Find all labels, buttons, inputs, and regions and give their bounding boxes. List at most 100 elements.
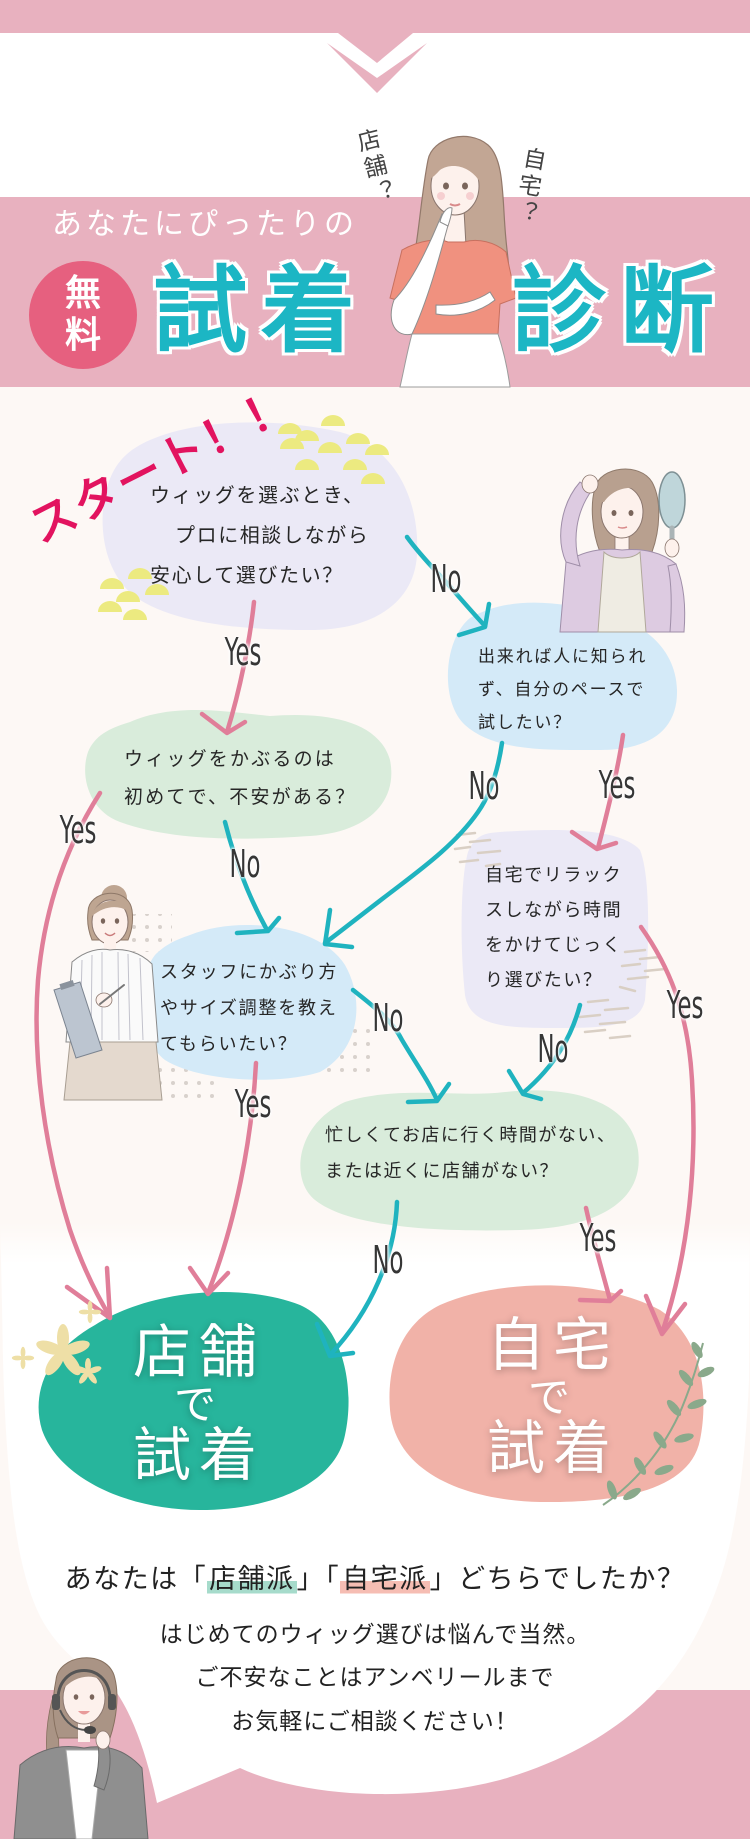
mouth [78, 1711, 90, 1715]
arrow-q2-to-q5 [322, 740, 505, 950]
leaf [697, 1366, 715, 1378]
open-bracket: 「 [325, 1564, 341, 1595]
arrow-line [322, 740, 505, 946]
question-line: 自宅でリラック [485, 865, 623, 886]
petal [78, 1309, 90, 1315]
arrow-q1-to-q2 [404, 534, 492, 638]
raised-arm [390, 213, 451, 336]
result-line: で [527, 1373, 578, 1422]
eye [462, 182, 468, 190]
question-line: 出来れば人に知られ [478, 647, 648, 667]
branch-stem [602, 1342, 704, 1506]
edge-label-yes: Yes [59, 808, 97, 852]
question-2-text: 出来れば人に知られ ず、自分のペースで 試したい？ [478, 641, 647, 740]
leaf [687, 1398, 707, 1410]
pen [99, 984, 125, 1005]
hand-mirror [658, 471, 686, 529]
petal [36, 1340, 64, 1355]
question-line: ず、自分のペースで [478, 680, 646, 700]
arrow-q4-to-q6 [506, 1002, 583, 1102]
leaf [678, 1369, 694, 1387]
petal [87, 1371, 97, 1384]
edge-label-yes: Yes [598, 763, 636, 807]
skirt [63, 1041, 163, 1101]
cheek [437, 192, 445, 200]
arrowhead-icon [322, 907, 355, 950]
edge-label-no: No [430, 557, 462, 601]
option-home-highlight: 自宅派 [340, 1564, 430, 1595]
dash [583, 1028, 607, 1034]
edge-label-no: No [372, 1238, 404, 1282]
footer-message-line: お気軽にご相談ください！ [231, 1709, 519, 1735]
arrow-line [327, 1199, 400, 1358]
result-line: 試着 [486, 1414, 619, 1482]
eye [443, 182, 449, 190]
close-bracket: 」 [429, 1564, 459, 1595]
edge-label-no: No [468, 764, 500, 808]
result-question: あなたは「店舗派」「自宅派」どちらでしたか？ [0, 1562, 750, 1598]
arrow-line [595, 732, 626, 851]
free-badge: 無 料 [29, 261, 137, 369]
eye [114, 918, 120, 924]
headset-icon [56, 1669, 112, 1703]
dash [586, 998, 610, 1004]
arrow-line [350, 987, 440, 1103]
petal [20, 1358, 26, 1370]
leaf [653, 1431, 667, 1449]
dome [116, 591, 140, 602]
dome [361, 473, 385, 484]
headset-earpiece [52, 1694, 60, 1710]
question-line: スタッフにかぶり方 [160, 962, 339, 983]
petal [85, 1358, 91, 1372]
question-bubble-3 [85, 709, 392, 839]
petal [20, 1346, 26, 1358]
arrow-line [222, 819, 270, 933]
crossed-arm [435, 291, 496, 316]
arrow-line [224, 599, 257, 735]
eye [100, 918, 106, 924]
arrowhead-icon [187, 1265, 231, 1297]
question-line: または近くに店舗がない？ [325, 1161, 559, 1182]
skirt [399, 333, 511, 388]
leaf [654, 1464, 674, 1476]
question-1-text: ウィッグを選ぶとき、 プロに相談しながら 安心して選びたい？ [150, 475, 369, 595]
result-store-label: 店舗 で 試着 [99, 1321, 299, 1484]
hand [664, 538, 680, 558]
option-store-highlight: 店舗派 [207, 1564, 297, 1595]
arrow-line [520, 1002, 583, 1096]
inner-top [597, 550, 647, 633]
result-home-label: 自宅 で 試着 [453, 1314, 653, 1482]
badge-char: 料 [64, 315, 101, 356]
leaf [623, 1487, 641, 1501]
clipboard-clip [59, 979, 75, 991]
badge-char: 無 [64, 273, 101, 314]
headset-earpiece [108, 1694, 116, 1710]
hand [95, 1730, 111, 1750]
petal [62, 1340, 90, 1355]
page-title-right: 診断 [512, 257, 729, 366]
woman-with-clipboard-illustration [53, 885, 163, 1101]
dome [98, 601, 122, 612]
header-subtitle: あなたにぴったりの [52, 207, 358, 242]
arrowhead-icon [405, 1081, 452, 1105]
woman-with-mirror-illustration [559, 468, 686, 633]
result-line: で [173, 1380, 224, 1429]
question-line: プロに相談しながら [175, 523, 370, 547]
blouse [65, 1749, 103, 1839]
mouth [449, 203, 461, 207]
petal [74, 1366, 89, 1374]
arrow-q3-to-q5 [222, 819, 282, 936]
dash [620, 962, 642, 968]
dash [468, 838, 492, 844]
leaf [691, 1341, 703, 1359]
question-5-text: スタッフにかぶり方 やサイズ調整を教え てもらいたい？ [160, 955, 338, 1063]
dash [608, 1034, 632, 1040]
leaf [674, 1433, 694, 1443]
open-bracket: 「 [178, 1564, 208, 1595]
arrow-line [583, 1205, 613, 1303]
dash [623, 948, 647, 954]
arrowhead-icon [456, 601, 492, 638]
question-4-text: 自宅でリラック スしながら時間 をかけてじっく り選びたい？ [485, 858, 622, 998]
petal [90, 1309, 102, 1315]
question-line: やサイズ調整を教え [160, 998, 338, 1019]
